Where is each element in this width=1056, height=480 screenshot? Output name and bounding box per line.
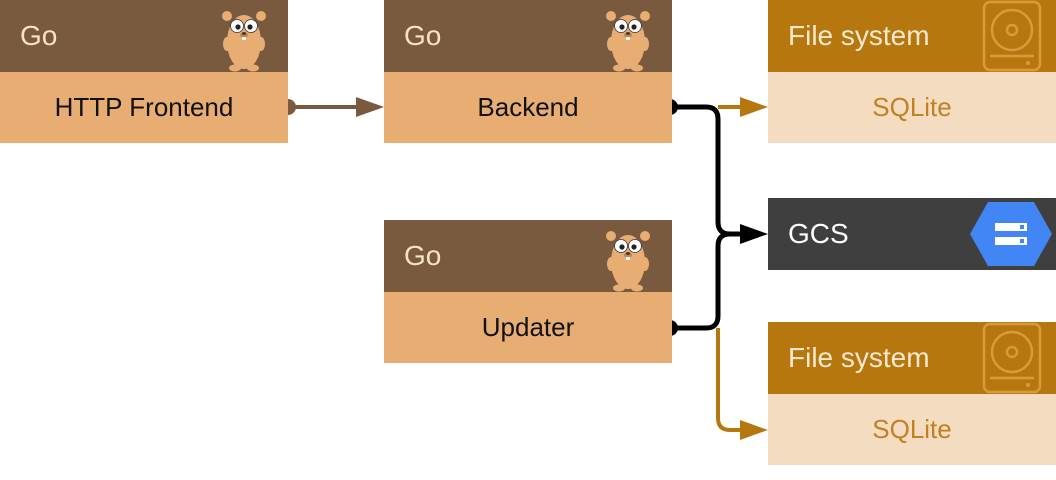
node-backend: Go Backend (384, 0, 672, 143)
gcs-storage-icon (966, 198, 1056, 270)
node-http-frontend: Go HTTP Frontend (0, 0, 288, 143)
node-gcs: GCS (768, 198, 1056, 270)
hard-drive-icon (976, 322, 1048, 394)
node-label: GCS (788, 218, 849, 249)
node-file-system-bottom: File system SQLite (768, 322, 1056, 465)
node-file-system-top: File system SQLite (768, 0, 1056, 143)
edge-frontend-backend (280, 97, 384, 117)
node-header: File system (768, 0, 1056, 72)
hard-drive-icon (976, 0, 1048, 72)
node-label: Backend (384, 72, 672, 143)
gopher-icon (602, 0, 654, 72)
node-updater: Go Updater (384, 220, 672, 363)
node-label: SQLite (768, 394, 1056, 465)
gopher-icon (602, 220, 654, 292)
gopher-icon (218, 0, 270, 72)
edge-backend-fs-top (718, 97, 768, 117)
node-label: HTTP Frontend (0, 72, 288, 143)
node-label: Updater (384, 292, 672, 363)
edge-updater-fs-bottom (716, 328, 768, 440)
node-label: SQLite (768, 72, 1056, 143)
node-header: File system (768, 322, 1056, 394)
edge-to-gcs (662, 99, 768, 336)
